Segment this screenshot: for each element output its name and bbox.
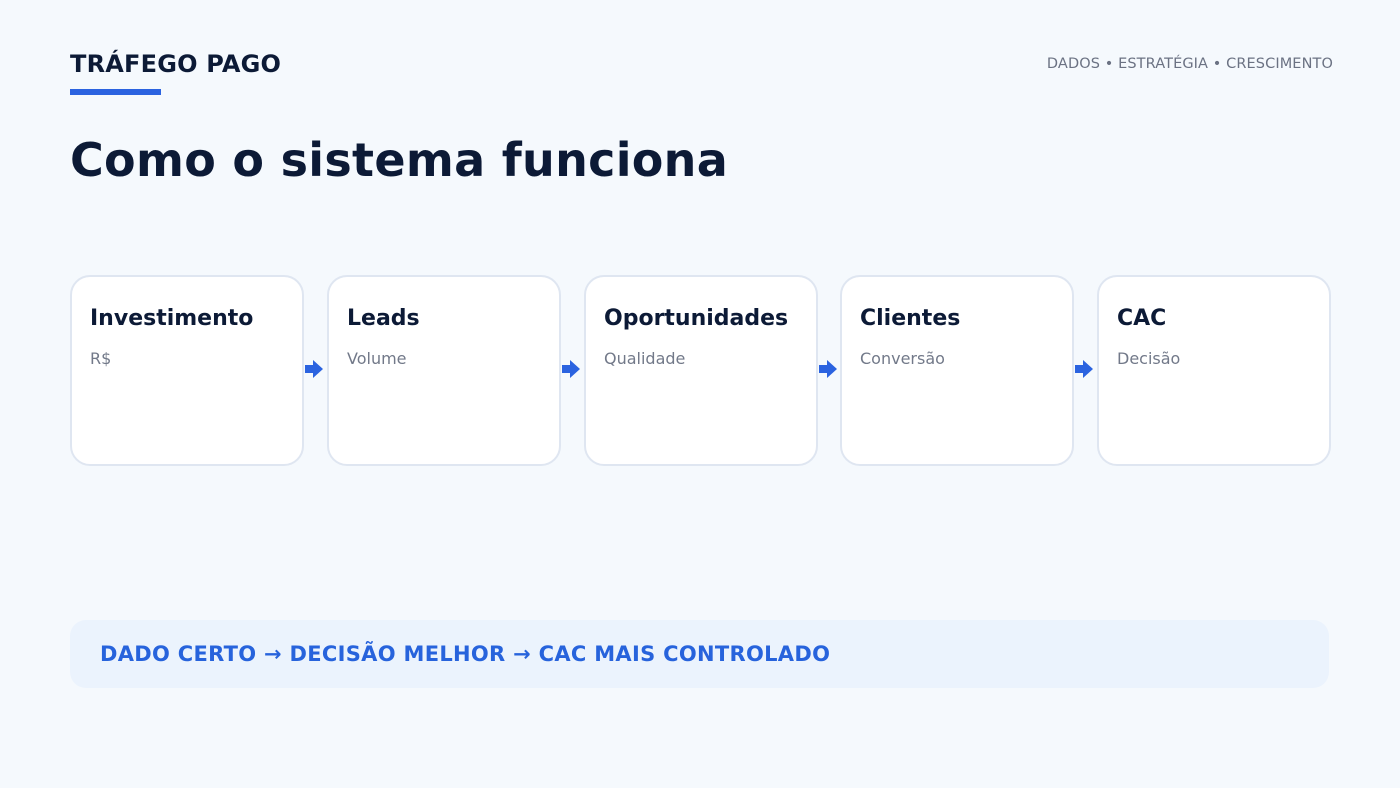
step-card-clientes: Clientes Conversão (840, 275, 1074, 466)
step-title: Oportunidades (604, 306, 789, 331)
page-title: Como o sistema funciona (70, 133, 729, 187)
step-card-leads: Leads Volume (327, 275, 561, 466)
step-card-investimento: Investimento R$ (70, 275, 304, 466)
arrow-right-icon (562, 360, 580, 378)
step-subtitle: R$ (90, 349, 112, 368)
summary-banner: DADO CERTO → DECISÃO MELHOR → CAC MAIS C… (70, 620, 1329, 688)
step-subtitle: Qualidade (604, 349, 686, 368)
step-subtitle: Decisão (1117, 349, 1181, 368)
arrow-right-icon (305, 360, 323, 378)
brand-title: TRÁFEGO PAGO (70, 50, 282, 78)
arrow-right-icon (1075, 360, 1093, 378)
arrow-right-icon (819, 360, 837, 378)
step-title: Leads (347, 306, 420, 331)
step-title: Clientes (860, 306, 961, 331)
process-flow: Investimento R$ Leads Volume Oportunidad… (70, 275, 1331, 466)
header-tagline: DADOS • ESTRATÉGIA • CRESCIMENTO (1046, 56, 1333, 72)
step-card-oportunidades: Oportunidades Qualidade (584, 275, 818, 466)
step-subtitle: Conversão (860, 349, 945, 368)
step-title: CAC (1117, 306, 1167, 331)
brand-underline (70, 89, 161, 95)
step-subtitle: Volume (347, 349, 407, 368)
step-title: Investimento (90, 306, 254, 331)
summary-text: DADO CERTO → DECISÃO MELHOR → CAC MAIS C… (100, 642, 831, 666)
step-card-cac: CAC Decisão (1097, 275, 1331, 466)
